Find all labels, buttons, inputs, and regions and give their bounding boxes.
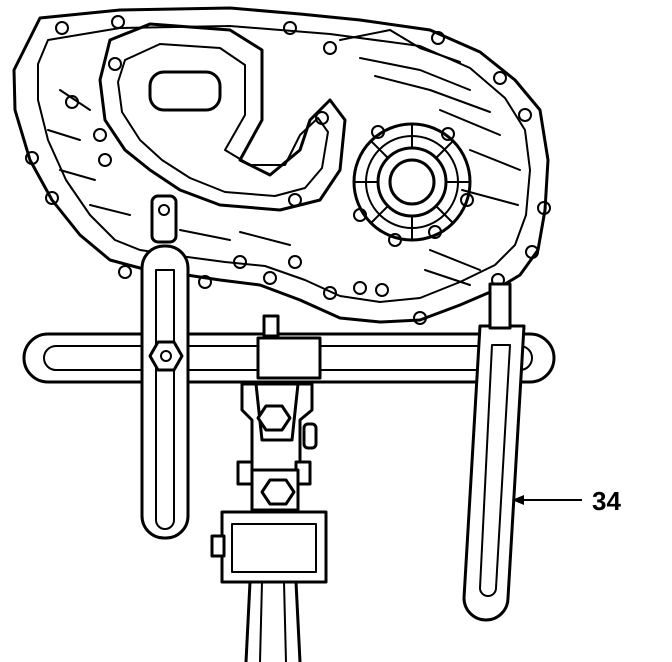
support-crossbar <box>22 314 556 384</box>
gearbox-housing-illustration <box>12 6 551 325</box>
right-lifting-arm <box>462 282 526 622</box>
left-lifting-arm <box>140 194 190 540</box>
callout-34-leader <box>512 495 582 505</box>
jack-adapter-post <box>210 382 328 662</box>
callout-label-34: 34 <box>592 486 621 516</box>
